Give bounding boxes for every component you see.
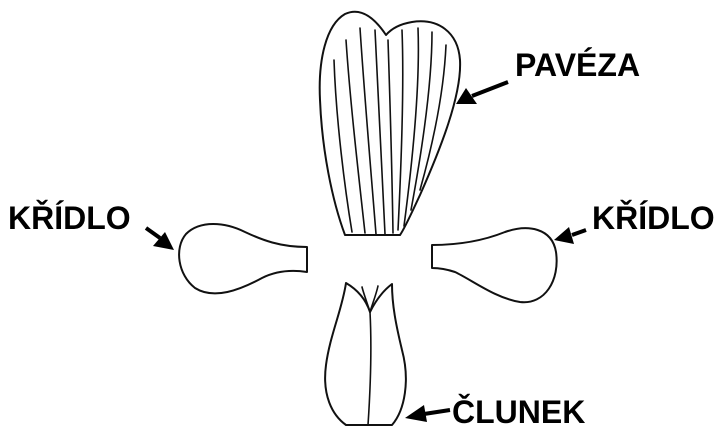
standard-petal xyxy=(320,12,460,235)
right-wing-petal xyxy=(432,228,557,302)
arrow-to-standard xyxy=(456,82,508,104)
keel-petal-outline xyxy=(325,283,406,425)
left-wing-petal xyxy=(179,224,307,293)
label-standard: PAVÉZA xyxy=(515,47,640,83)
label-keel: ČLUNEK xyxy=(452,394,585,430)
arrow-to-left-wing xyxy=(146,228,174,250)
label-wing-left: KŘÍDLO xyxy=(8,200,131,236)
arrow-to-right-wing xyxy=(554,227,586,244)
arrow-to-keel xyxy=(405,405,450,422)
keel-petal xyxy=(325,283,406,425)
label-wing-right: KŘÍDLO xyxy=(592,200,715,236)
